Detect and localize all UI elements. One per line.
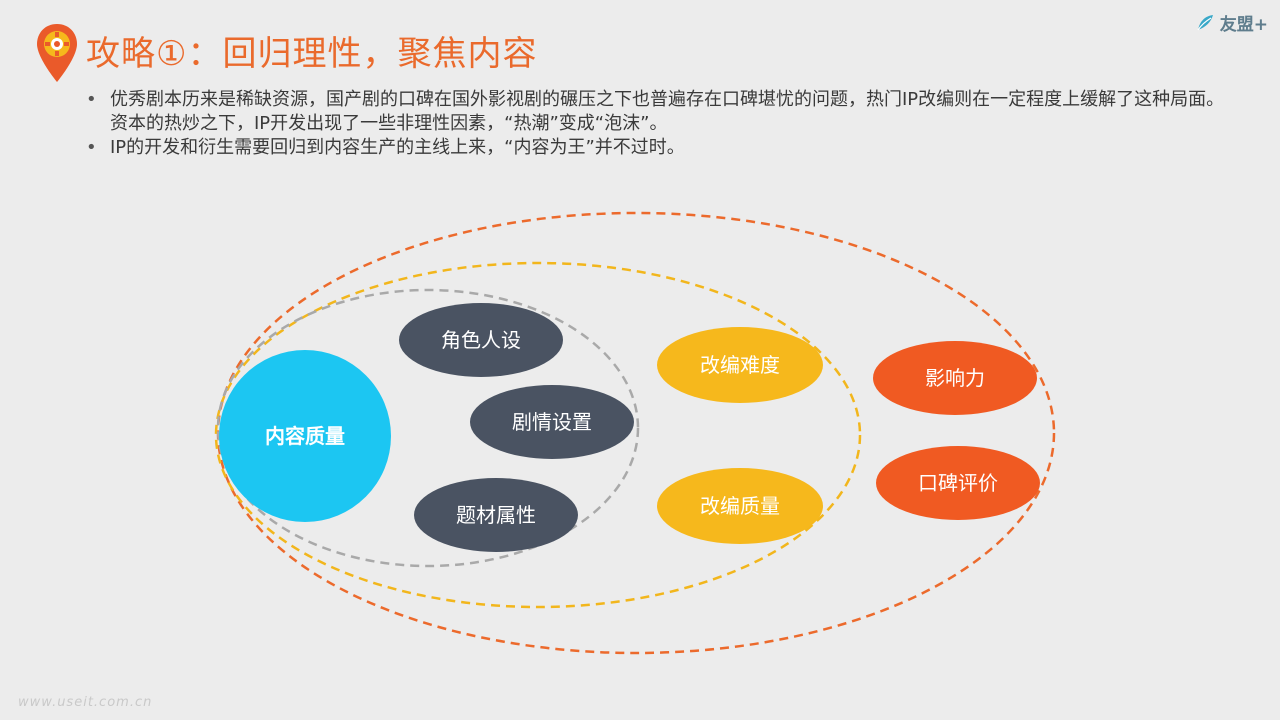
- node-theme: 题材属性: [414, 478, 578, 552]
- node-character: 角色人设: [399, 303, 563, 377]
- bullet-item: 优秀剧本历来是稀缺资源，国产剧的口碑在国外影视剧的碾压之下也普遍存在口碑堪忧的问…: [86, 88, 1226, 136]
- node-plot-label: 剧情设置: [512, 410, 592, 434]
- brand-leaf-icon: [1197, 14, 1213, 30]
- node-influence: 影响力: [873, 341, 1037, 415]
- node-reputation: 口碑评价: [876, 446, 1040, 520]
- node-adapt-difficulty-label: 改编难度: [700, 353, 780, 377]
- watermark: www.useit.com.cn: [18, 695, 153, 710]
- node-reputation-label: 口碑评价: [918, 471, 998, 495]
- middle-ring: [214, 261, 862, 609]
- node-plot: 剧情设置: [470, 385, 634, 459]
- node-adapt-quality: 改编质量: [657, 468, 823, 544]
- node-adapt-quality-label: 改编质量: [700, 494, 780, 518]
- location-pin-gear-icon: [37, 24, 77, 82]
- page-title: 攻略①：回归理性，聚焦内容: [86, 34, 538, 74]
- node-influence-label: 影响力: [925, 366, 985, 390]
- inner-ring: [216, 288, 640, 568]
- node-character-label: 角色人设: [441, 328, 521, 352]
- node-content-quality-label: 内容质量: [265, 424, 345, 448]
- bullet-item: IP的开发和衍生需要回归到内容生产的主线上来，“内容为王”并不过时。: [86, 136, 1226, 160]
- node-theme-label: 题材属性: [456, 503, 536, 527]
- node-adapt-difficulty: 改编难度: [657, 327, 823, 403]
- brand-logo: 友盟+: [1194, 10, 1268, 35]
- node-content-quality: 内容质量: [219, 350, 391, 522]
- bullet-list: 优秀剧本历来是稀缺资源，国产剧的口碑在国外影视剧的碾压之下也普遍存在口碑堪忧的问…: [86, 88, 1226, 160]
- brand-name: 友盟+: [1219, 15, 1268, 35]
